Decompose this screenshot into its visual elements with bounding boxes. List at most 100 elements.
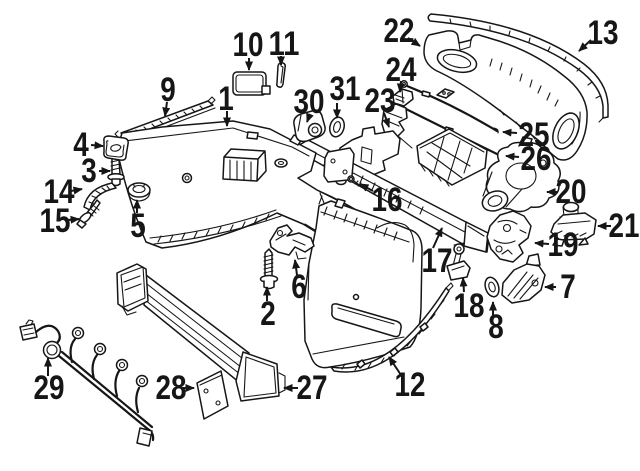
part-4-clip <box>103 135 129 161</box>
callout-number-12: 12 <box>395 366 426 404</box>
callout-15[interactable]: 15 <box>40 202 80 240</box>
callout-arrow-18 <box>459 277 468 293</box>
part-31-grommet <box>329 116 345 138</box>
callout-30[interactable]: 30 <box>294 83 325 123</box>
callout-number-1: 1 <box>218 80 234 118</box>
callout-18[interactable]: 18 <box>454 277 485 325</box>
callout-12[interactable]: 12 <box>388 356 426 404</box>
callout-arrow-16 <box>359 183 374 192</box>
callout-number-28: 28 <box>156 369 187 407</box>
callout-arrow-6 <box>292 259 301 276</box>
callout-31[interactable]: 31 <box>330 70 361 119</box>
part-28-plate <box>196 370 229 420</box>
callout-number-13: 13 <box>588 14 619 52</box>
callout-6[interactable]: 6 <box>291 259 307 306</box>
callout-13[interactable]: 13 <box>578 14 619 52</box>
part-21-bracket <box>550 201 597 247</box>
callout-11[interactable]: 11 <box>269 25 300 66</box>
callout-7[interactable]: 7 <box>544 268 576 306</box>
callout-14[interactable]: 14 <box>44 173 83 211</box>
callout-number-29: 29 <box>34 369 65 407</box>
callout-number-10: 10 <box>233 26 264 64</box>
callout-number-19: 19 <box>548 226 579 264</box>
callout-arrow-14 <box>70 186 83 195</box>
callout-24[interactable]: 24 <box>386 51 417 93</box>
callout-number-15: 15 <box>40 202 71 240</box>
callout-number-8: 8 <box>488 308 504 346</box>
callout-27[interactable]: 27 <box>283 369 328 407</box>
callout-number-25: 25 <box>519 116 550 154</box>
callout-number-27: 27 <box>297 369 328 407</box>
callout-number-22: 22 <box>384 12 415 50</box>
part-8-seal <box>484 276 500 298</box>
callout-2[interactable]: 2 <box>260 286 276 333</box>
callout-arrow-17 <box>432 227 443 249</box>
part-1-bumper-cover-lower-section <box>303 198 423 369</box>
callout-number-20: 20 <box>556 173 587 211</box>
part-27-impact-bar <box>116 263 286 402</box>
callout-number-7: 7 <box>560 268 576 306</box>
callout-arrow-4 <box>90 141 104 150</box>
callout-number-9: 9 <box>160 71 176 109</box>
callout-arrow-13 <box>578 39 592 52</box>
callout-number-5: 5 <box>130 207 146 245</box>
callout-arrow-25 <box>502 128 518 137</box>
callout-number-21: 21 <box>609 207 640 245</box>
callout-5[interactable]: 5 <box>130 199 146 245</box>
part-11-strip <box>276 62 286 88</box>
part-6-bracket <box>269 224 315 260</box>
callout-29[interactable]: 29 <box>34 357 65 407</box>
callout-9[interactable]: 9 <box>160 71 176 117</box>
callout-19[interactable]: 19 <box>534 226 579 264</box>
callout-21[interactable]: 21 <box>597 207 640 245</box>
callout-number-14: 14 <box>44 173 75 211</box>
part-10-cover-plate <box>232 71 271 96</box>
callout-arrow-24 <box>396 80 405 93</box>
callout-23[interactable]: 23 <box>365 82 396 128</box>
callout-arrow-19 <box>534 239 550 248</box>
callout-16[interactable]: 16 <box>359 181 403 219</box>
callout-number-16: 16 <box>372 181 403 219</box>
callout-number-31: 31 <box>330 70 361 108</box>
callout-26[interactable]: 26 <box>505 140 552 178</box>
callout-number-11: 11 <box>269 25 300 63</box>
callout-1[interactable]: 1 <box>218 80 234 127</box>
callout-number-26: 26 <box>521 140 552 178</box>
callout-arrow-26 <box>505 152 520 161</box>
callout-arrow-12 <box>388 356 402 376</box>
callout-25[interactable]: 25 <box>502 116 550 154</box>
part-5-grommet-nut <box>127 182 151 202</box>
callout-number-3: 3 <box>81 152 97 190</box>
callout-number-24: 24 <box>386 51 417 89</box>
callout-number-30: 30 <box>294 83 325 121</box>
callout-3[interactable]: 3 <box>81 152 111 190</box>
callout-arrow-22 <box>407 37 421 47</box>
part-22-diffuser-panel <box>423 30 588 161</box>
callout-arrow-9 <box>162 101 171 117</box>
part-24-clip <box>392 88 455 107</box>
callout-number-2: 2 <box>260 295 276 333</box>
callout-arrow-15 <box>67 215 80 224</box>
callout-arrow-23 <box>382 112 390 128</box>
callout-arrow-30 <box>306 112 314 123</box>
callout-17[interactable]: 17 <box>422 227 453 280</box>
part-7-bracket <box>501 253 546 304</box>
callout-8[interactable]: 8 <box>488 301 504 346</box>
part-18-clip <box>446 242 471 281</box>
callout-number-4: 4 <box>73 126 89 164</box>
callout-10[interactable]: 10 <box>233 26 264 71</box>
callout-number-23: 23 <box>365 82 396 120</box>
part-19-side-bracket <box>486 210 532 263</box>
callout-20[interactable]: 20 <box>546 173 587 211</box>
callout-number-6: 6 <box>291 268 307 306</box>
part-29-wiring-harness <box>19 319 155 447</box>
callout-22[interactable]: 22 <box>384 12 421 50</box>
callout-4[interactable]: 4 <box>73 126 104 164</box>
part-12-lower-trim-strip <box>330 282 454 373</box>
part-30-parking-sensor <box>293 109 326 143</box>
part-2-bolt <box>259 248 279 290</box>
callout-28[interactable]: 28 <box>156 369 195 407</box>
